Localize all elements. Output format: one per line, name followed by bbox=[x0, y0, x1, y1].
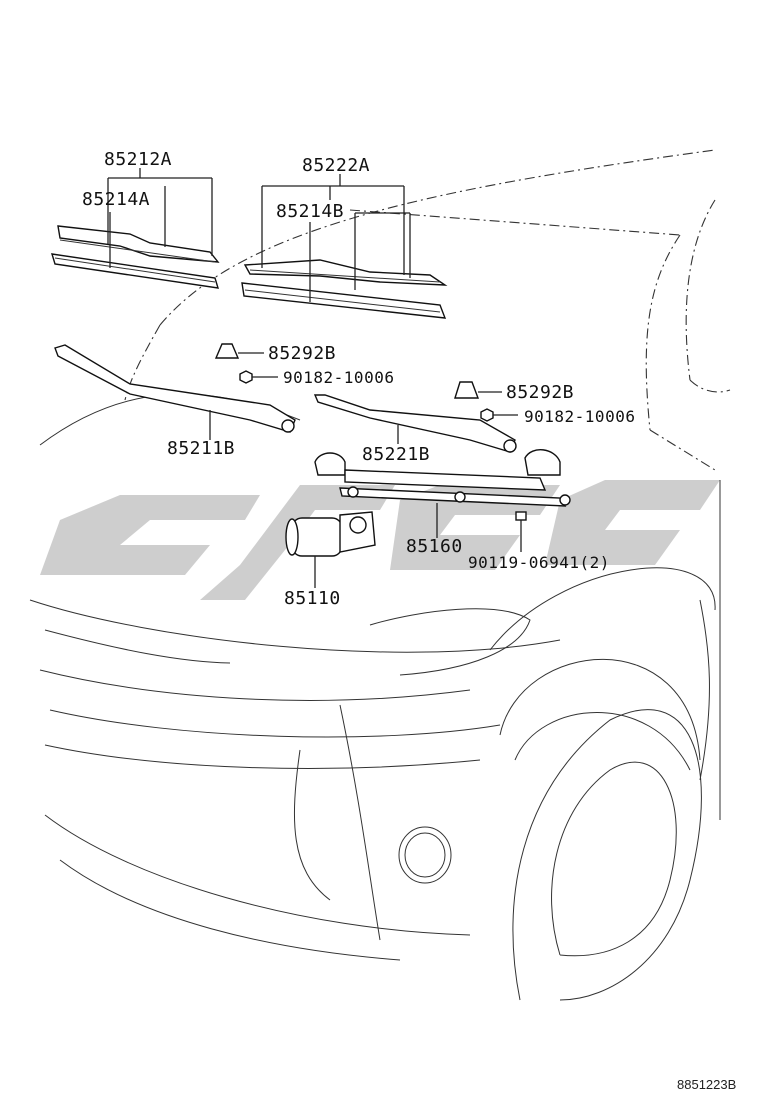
label-85292B-left: 85292B bbox=[268, 343, 337, 364]
label-85214B: 85214B bbox=[276, 201, 345, 222]
label-85222A: 85222A bbox=[302, 155, 371, 176]
watermark-logo bbox=[40, 480, 720, 600]
wiper-blade-right bbox=[241, 259, 448, 319]
bolt bbox=[515, 511, 527, 534]
wiper-arm-right bbox=[313, 394, 517, 453]
cap-left bbox=[214, 343, 240, 359]
wiper-blade-left bbox=[51, 225, 220, 289]
label-85212A: 85212A bbox=[104, 149, 173, 170]
cap-right bbox=[454, 381, 480, 399]
leader-lines bbox=[107, 168, 522, 588]
label-90182-right: 90182-10006 bbox=[524, 407, 636, 426]
label-85211B: 85211B bbox=[167, 438, 236, 459]
label-90182-left: 90182-10006 bbox=[283, 368, 395, 387]
label-85160: 85160 bbox=[406, 536, 463, 557]
wiper-arm-left bbox=[54, 344, 296, 433]
diagram-id: 8851223B bbox=[677, 1077, 737, 1092]
nut-left bbox=[239, 370, 253, 384]
wiper-motor bbox=[285, 511, 376, 557]
wiper-linkage bbox=[314, 449, 571, 507]
label-85292B-right: 85292B bbox=[506, 382, 575, 403]
label-85221B: 85221B bbox=[362, 444, 431, 465]
label-85110: 85110 bbox=[284, 588, 341, 609]
label-85214A: 85214A bbox=[82, 189, 151, 210]
label-90119: 90119-06941(2) bbox=[468, 553, 610, 572]
vehicle-outline bbox=[29, 149, 731, 1001]
nut-right bbox=[480, 408, 494, 422]
